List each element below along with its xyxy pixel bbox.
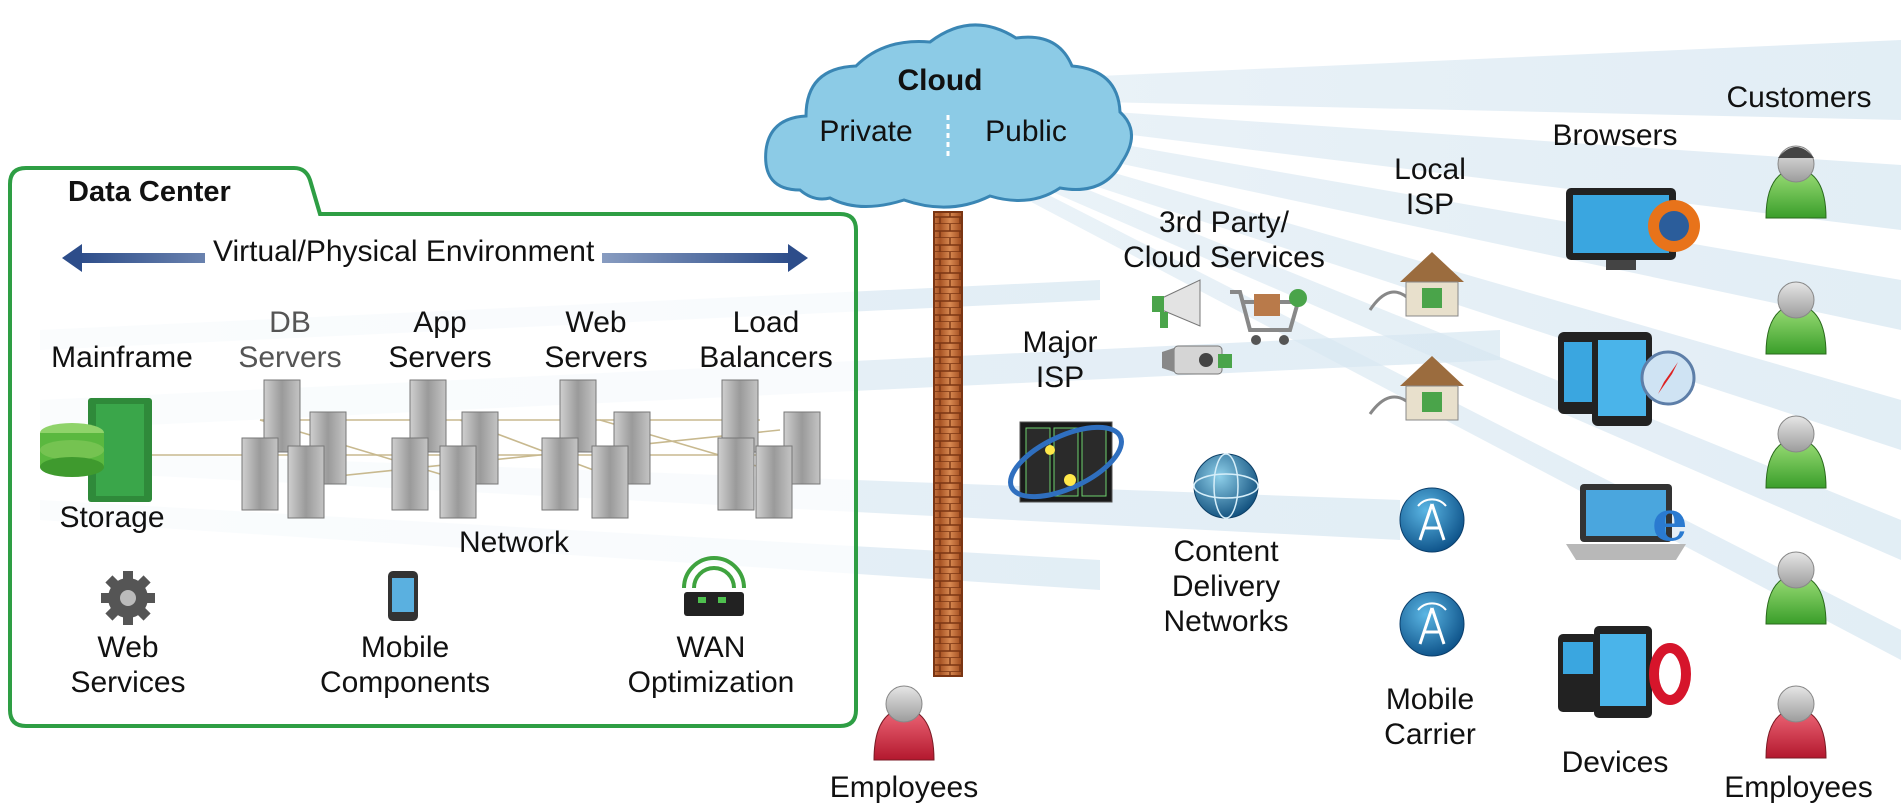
mainframe-storage-icon: [40, 398, 152, 502]
laptop-ie-icon: e: [1566, 484, 1688, 560]
db-servers-icon: [241, 379, 347, 519]
data-center-title: Data Center: [68, 176, 231, 208]
browsers-label: Browsers: [1552, 119, 1678, 152]
cell-tower-icon: [1399, 487, 1465, 553]
shopping-cart-icon: [1230, 289, 1307, 345]
customer-icon: [1765, 551, 1827, 625]
major-isp-icon: [1008, 421, 1124, 503]
customer-icon: [1765, 415, 1827, 489]
house-icon: [1368, 252, 1464, 317]
cloud-public-label: Public: [985, 115, 1067, 148]
customers-label: Customers: [1726, 81, 1872, 114]
customer-icon: [1765, 281, 1827, 355]
video-camera-icon: [1162, 345, 1232, 375]
tier-label-mainframe: Mainframe: [51, 341, 193, 374]
third-party-label: 3rd Party/Cloud Services: [1123, 206, 1325, 274]
employee-icon: [1765, 685, 1827, 759]
megaphone-icon: [1152, 279, 1201, 328]
employees-label-middle: Employees: [829, 771, 979, 804]
network-label: Network: [458, 526, 570, 559]
load-balancers-icon: [717, 379, 821, 519]
smartphone-icon: [388, 571, 418, 621]
web-servers-icon: [541, 379, 651, 519]
gear-icon: [101, 571, 155, 625]
environment-label: Virtual/Physical Environment: [205, 235, 603, 269]
app-servers-icon: [391, 379, 499, 519]
phone-opera-icon: [1558, 626, 1691, 718]
house-icon: [1368, 356, 1464, 421]
cloud-private-label: Private: [819, 115, 913, 148]
svg-text:e: e: [1652, 488, 1688, 554]
cell-tower-icon: [1399, 591, 1465, 657]
globe-icon: [1193, 453, 1259, 519]
firewall-icon: [933, 211, 963, 677]
wan-router-icon: [682, 556, 746, 616]
monitor-firefox-icon: [1566, 188, 1700, 270]
tablet-safari-icon: [1558, 332, 1696, 426]
employees-label-right: Employees: [1724, 771, 1873, 804]
cloud-title: Cloud: [897, 64, 983, 97]
customer-icon: [1765, 145, 1827, 219]
storage-label: Storage: [59, 501, 165, 534]
devices-label: Devices: [1561, 746, 1669, 779]
employee-icon: [873, 685, 935, 761]
